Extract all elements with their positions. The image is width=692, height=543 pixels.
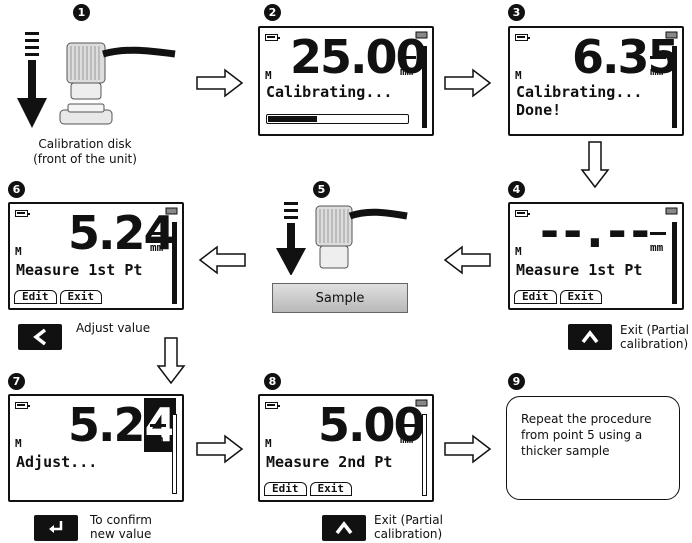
sample-block: Sample (272, 283, 408, 313)
lcd-screen-step-2: M 25.00 mm Calibrating... (258, 26, 434, 136)
step-badge-1: 1 (73, 4, 90, 21)
calibration-disk-caption: Calibration disk (front of the unit) (33, 137, 137, 166)
probe-icon (665, 207, 678, 215)
level-bar (172, 222, 177, 304)
up-chevron-icon (335, 521, 353, 535)
calibration-progress-bar (266, 114, 409, 124)
battery-icon (515, 34, 530, 41)
probe-on-sample-illustration (276, 202, 408, 275)
step-badge-6: 6 (8, 181, 25, 198)
memory-indicator: M (15, 437, 22, 450)
status-message: Adjust... (16, 453, 98, 471)
flow-arrow-right (196, 434, 244, 464)
step-badge-5: 5 (313, 181, 330, 198)
battery-icon (15, 402, 30, 409)
lcd-screen-step-3: M 6.35 mm Calibrating... Done! (508, 26, 684, 136)
repeat-procedure-note: Repeat the procedure from point 5 using … (506, 396, 680, 500)
exit-partial-calibration-label: Exit (Partial calibration) (620, 323, 689, 351)
exit-softkey[interactable]: Exit (559, 290, 602, 304)
level-bar (422, 414, 427, 496)
exit-partial-calibration-label: Exit (Partial calibration) (374, 513, 443, 541)
status-message: Calibrating... (266, 83, 393, 101)
level-bar (672, 46, 677, 128)
memory-indicator: M (515, 69, 522, 82)
softkey-row: Edit Exit (264, 482, 352, 496)
edit-softkey[interactable]: Edit (14, 290, 57, 304)
flow-arrow-right (444, 68, 492, 98)
status-message: Measure 1st Pt (16, 261, 143, 279)
enter-key[interactable] (34, 515, 78, 541)
up-key[interactable] (322, 515, 366, 541)
lcd-screen-step-6: M 5.24 mm Measure 1st Pt Edit Exit (8, 202, 184, 310)
edit-softkey[interactable]: Edit (514, 290, 557, 304)
thickness-reading-main: 5.2 (68, 398, 145, 452)
memory-indicator: M (515, 245, 522, 258)
unit-label: mm (150, 232, 167, 254)
probe-icon (415, 31, 428, 39)
unit-label: mm (650, 56, 667, 78)
confirm-value-label: To confirm new value (90, 513, 152, 541)
memory-indicator: M (265, 437, 272, 450)
status-message: Calibrating... (516, 83, 643, 101)
battery-icon (265, 34, 280, 41)
battery-icon (515, 210, 530, 217)
level-bar (672, 222, 677, 304)
softkey-row: Edit Exit (14, 290, 102, 304)
unit-label: mm (400, 424, 417, 446)
level-bar (422, 46, 427, 128)
probe-icon (165, 207, 178, 215)
left-chevron-icon (33, 328, 47, 346)
probe-icon (665, 31, 678, 39)
status-message-done: Done! (516, 101, 562, 119)
unit-label: mm (650, 232, 667, 254)
step-badge-7: 7 (8, 373, 25, 390)
exit-softkey[interactable]: Exit (309, 482, 352, 496)
up-chevron-icon (581, 330, 599, 344)
step-badge-4: 4 (508, 181, 525, 198)
up-key[interactable] (568, 324, 612, 350)
step-badge-3: 3 (508, 4, 525, 21)
left-key[interactable] (18, 324, 62, 350)
lcd-screen-step-4: M --.-- mm Measure 1st Pt Edit Exit (508, 202, 684, 310)
step-badge-8: 8 (264, 373, 281, 390)
flow-arrow-left (198, 245, 246, 275)
flow-arrow-down (580, 141, 610, 189)
flow-arrow-right (196, 68, 244, 98)
probe-icon (415, 399, 428, 407)
flow-arrow-down (156, 337, 186, 385)
lcd-screen-step-7: M 5.24 mm Adjust... (8, 394, 184, 502)
probe-on-disk-illustration (17, 32, 176, 128)
unit-label: mm (150, 424, 167, 446)
lcd-screen-step-8: M 5.00 mm Measure 2nd Pt Edit Exit (258, 394, 434, 502)
level-bar (172, 414, 177, 494)
softkey-row: Edit Exit (514, 290, 602, 304)
memory-indicator: M (265, 69, 272, 82)
enter-icon (49, 521, 63, 533)
unit-label: mm (400, 56, 417, 78)
status-message: Measure 1st Pt (516, 261, 643, 279)
status-message: Measure 2nd Pt (266, 453, 393, 471)
step-badge-9: 9 (508, 373, 525, 390)
thickness-reading: --.-- (540, 204, 654, 258)
battery-icon (265, 402, 280, 409)
flow-arrow-right (444, 434, 492, 464)
adjust-value-label: Adjust value (76, 321, 151, 335)
flow-arrow-left (443, 245, 491, 275)
exit-softkey[interactable]: Exit (59, 290, 102, 304)
battery-icon (15, 210, 30, 217)
edit-softkey[interactable]: Edit (264, 482, 307, 496)
step-badge-2: 2 (264, 4, 281, 21)
memory-indicator: M (15, 245, 22, 258)
